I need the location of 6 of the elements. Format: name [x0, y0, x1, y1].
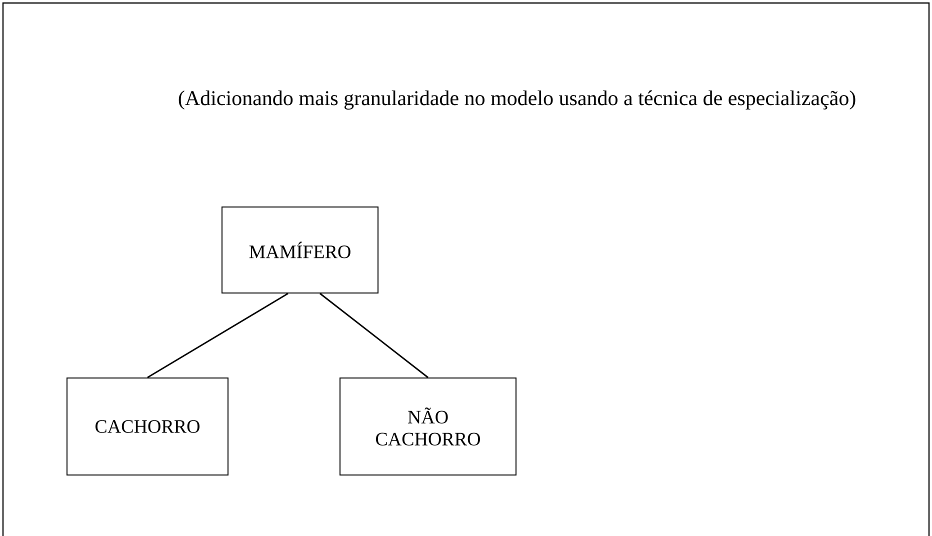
title: (Adicionando mais granularidade no modelo usando a técnica de especialização)	[178, 90, 856, 110]
entity-box: NÃO CACHORRO	[340, 378, 516, 476]
entity-box: CACHORRO	[66, 378, 228, 476]
connector-line	[320, 292, 428, 378]
connector-line	[147, 292, 288, 378]
entity-box: MAMÍFERO	[222, 206, 378, 294]
